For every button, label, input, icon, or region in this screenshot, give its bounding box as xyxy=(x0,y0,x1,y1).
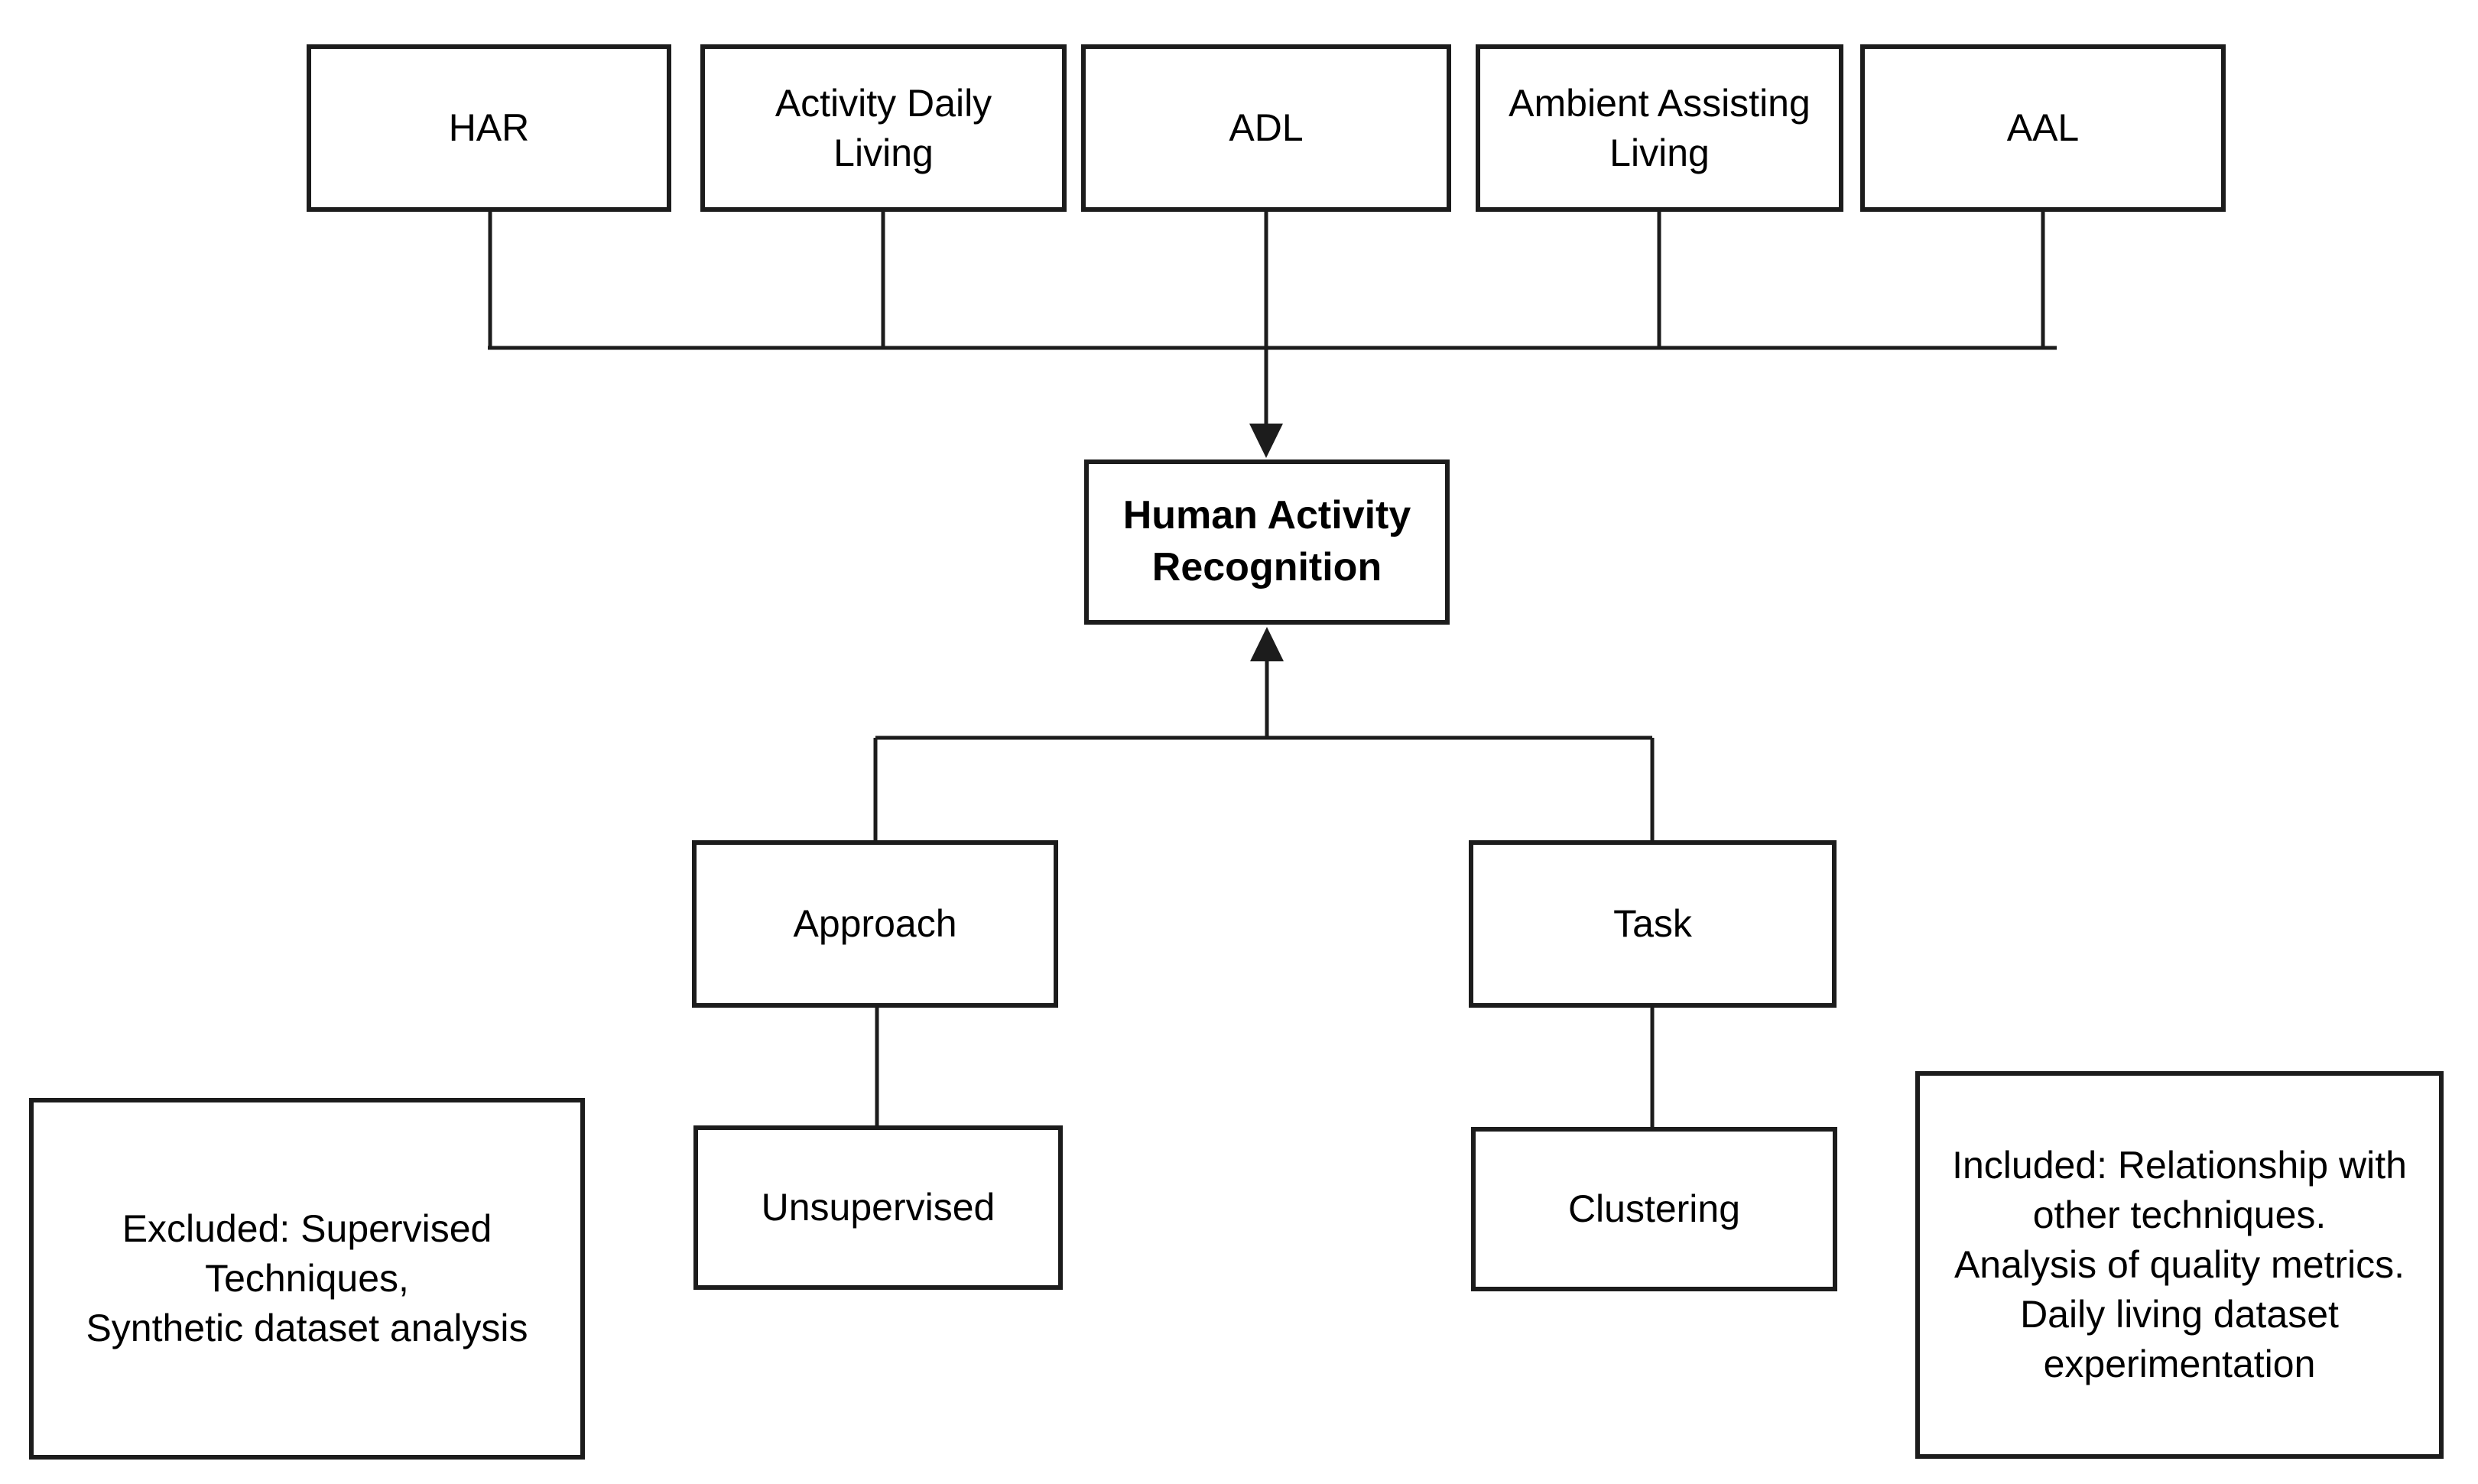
note-included-text: Included: Relationship with other techni… xyxy=(1920,1141,2439,1389)
note-excluded-line3: Synthetic dataset analysis xyxy=(86,1307,528,1349)
node-approach: Approach xyxy=(692,840,1058,1008)
node-human-activity-recognition-line2: Recognition xyxy=(1151,545,1382,589)
node-har: HAR xyxy=(307,44,671,212)
node-clustering: Clustering xyxy=(1471,1127,1837,1291)
node-clustering-label: Clustering xyxy=(1567,1187,1741,1230)
node-unsupervised-label: Unsupervised xyxy=(761,1186,995,1229)
note-included-line4: Daily living dataset xyxy=(2020,1293,2339,1336)
note-included: Included: Relationship with other techni… xyxy=(1915,1071,2444,1459)
note-included-line2: other techniques. xyxy=(2032,1193,2327,1236)
node-task: Task xyxy=(1469,840,1837,1008)
node-activity-daily-living-label: Activity Daily Living xyxy=(705,79,1062,178)
node-activity-daily-living: Activity Daily Living xyxy=(700,44,1067,212)
node-activity-daily-living-line2: Living xyxy=(833,131,934,174)
node-human-activity-recognition-line1: Human Activity xyxy=(1122,493,1411,538)
node-adl: ADL xyxy=(1081,44,1451,212)
node-activity-daily-living-line1: Activity Daily xyxy=(775,81,992,125)
node-aal: AAL xyxy=(1860,44,2226,212)
node-har-label: HAR xyxy=(448,106,530,149)
node-human-activity-recognition-label: Human Activity Recognition xyxy=(1089,490,1445,593)
node-adl-label: ADL xyxy=(1229,106,1304,149)
node-approach-label: Approach xyxy=(793,902,957,945)
node-task-label: Task xyxy=(1613,902,1692,945)
node-ambient-assisting-living-line1: Ambient Assisting xyxy=(1509,81,1811,125)
arrowhead-up-icon xyxy=(1250,627,1284,661)
note-included-line3: Analysis of quality metrics. xyxy=(1953,1243,2405,1286)
node-ambient-assisting-living: Ambient Assisting Living xyxy=(1476,44,1843,212)
note-excluded-text: Excluded: Supervised Techniques, Synthet… xyxy=(34,1204,580,1353)
note-excluded-line2: Techniques, xyxy=(205,1257,409,1300)
note-included-line1: Included: Relationship with xyxy=(1952,1144,2407,1187)
node-unsupervised: Unsupervised xyxy=(693,1125,1063,1290)
note-included-line5: experimentation xyxy=(2043,1343,2316,1385)
node-human-activity-recognition: Human Activity Recognition xyxy=(1084,459,1450,625)
node-ambient-assisting-living-label: Ambient Assisting Living xyxy=(1480,79,1839,178)
node-aal-label: AAL xyxy=(2006,106,2080,149)
arrowhead-down-icon xyxy=(1249,424,1283,458)
note-excluded-line1: Excluded: Supervised xyxy=(122,1207,492,1250)
node-ambient-assisting-living-line2: Living xyxy=(1609,131,1710,174)
note-excluded: Excluded: Supervised Techniques, Synthet… xyxy=(29,1098,585,1460)
